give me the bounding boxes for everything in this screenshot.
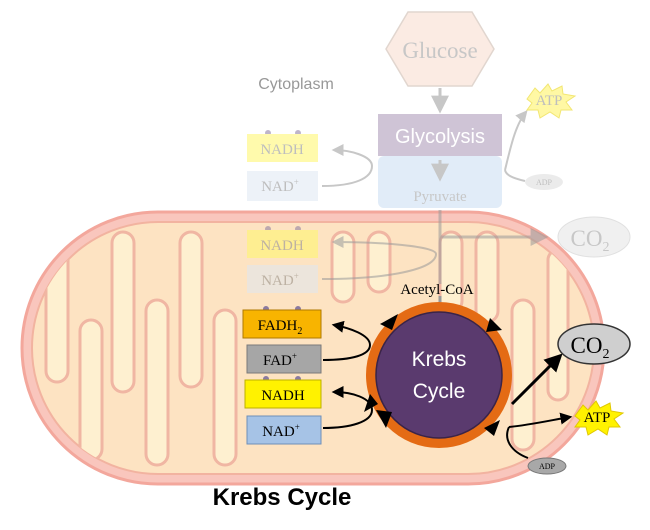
atp-top-star bbox=[526, 83, 577, 119]
svg-text:FAD+: FAD+ bbox=[263, 351, 297, 369]
adp-bottom-ellipse bbox=[527, 457, 567, 475]
nadh-bottom-label: NADH bbox=[261, 388, 304, 404]
svg-text:CO2: CO2 bbox=[571, 226, 610, 255]
atp-top-label: ATP bbox=[536, 93, 563, 109]
fadh2-label: FADH bbox=[258, 318, 298, 334]
nad-top-label: NAD bbox=[261, 179, 294, 195]
co2-top-label: CO bbox=[571, 226, 603, 251]
pyruvate-oxidation-section: CO2 NADH NAD+ bbox=[247, 210, 631, 293]
nadh-mid-label: NADH bbox=[260, 238, 303, 254]
nadh-mid-box bbox=[247, 230, 318, 258]
pyruvate-label: Pyruvate bbox=[413, 189, 467, 205]
svg-text:NAD+: NAD+ bbox=[261, 177, 299, 195]
krebs-line2-label: Cycle bbox=[413, 380, 466, 403]
krebs-cycle: Krebs Cycle bbox=[364, 302, 512, 448]
nadh-top-label: NADH bbox=[260, 142, 303, 158]
pyruvate-box bbox=[378, 156, 502, 208]
co2-bottom-label: CO bbox=[571, 333, 603, 358]
adp-top-label: ADP bbox=[536, 178, 553, 187]
nad-mid-label: NAD bbox=[261, 273, 294, 289]
glucose-label: Glucose bbox=[402, 38, 477, 63]
adp-bottom-label: ADP bbox=[539, 462, 556, 471]
adp-top-ellipse bbox=[525, 174, 563, 190]
nadh-top-box bbox=[247, 134, 318, 162]
atp-bottom-label: ATP bbox=[584, 410, 611, 426]
cytoplasm-label: Cytoplasm bbox=[258, 76, 334, 93]
fad-label: FAD bbox=[263, 353, 292, 369]
co2-top-ellipse bbox=[557, 216, 631, 258]
nad-top-box bbox=[247, 171, 318, 201]
glycolysis-box bbox=[378, 114, 502, 156]
svg-text:FADH2: FADH2 bbox=[258, 318, 303, 337]
nad-bottom-label: NAD bbox=[262, 424, 295, 440]
diagram-caption: Krebs Cycle bbox=[213, 484, 352, 511]
nad-bottom-box bbox=[246, 415, 322, 445]
svg-text:CO2: CO2 bbox=[571, 333, 610, 362]
fad-box bbox=[246, 344, 322, 374]
svg-text:NAD+: NAD+ bbox=[261, 271, 299, 289]
co2-bottom-ellipse bbox=[557, 323, 631, 365]
krebs-cycle-center bbox=[375, 311, 503, 439]
fadh2-box bbox=[242, 309, 322, 339]
glucose-hexagon bbox=[385, 11, 495, 87]
atp-bottom-star bbox=[574, 400, 625, 436]
acetyl-coa-label: Acetyl-CoA bbox=[400, 282, 473, 298]
krebs-line1-label: Krebs bbox=[412, 348, 467, 371]
svg-text:NAD+: NAD+ bbox=[262, 422, 300, 440]
glycolysis-section: Glucose Cytoplasm Glycolysis Pyruvate AT… bbox=[247, 11, 577, 208]
nadh-bottom-box bbox=[244, 379, 322, 409]
glycolysis-label: Glycolysis bbox=[395, 126, 485, 148]
nad-mid-box bbox=[247, 265, 318, 293]
